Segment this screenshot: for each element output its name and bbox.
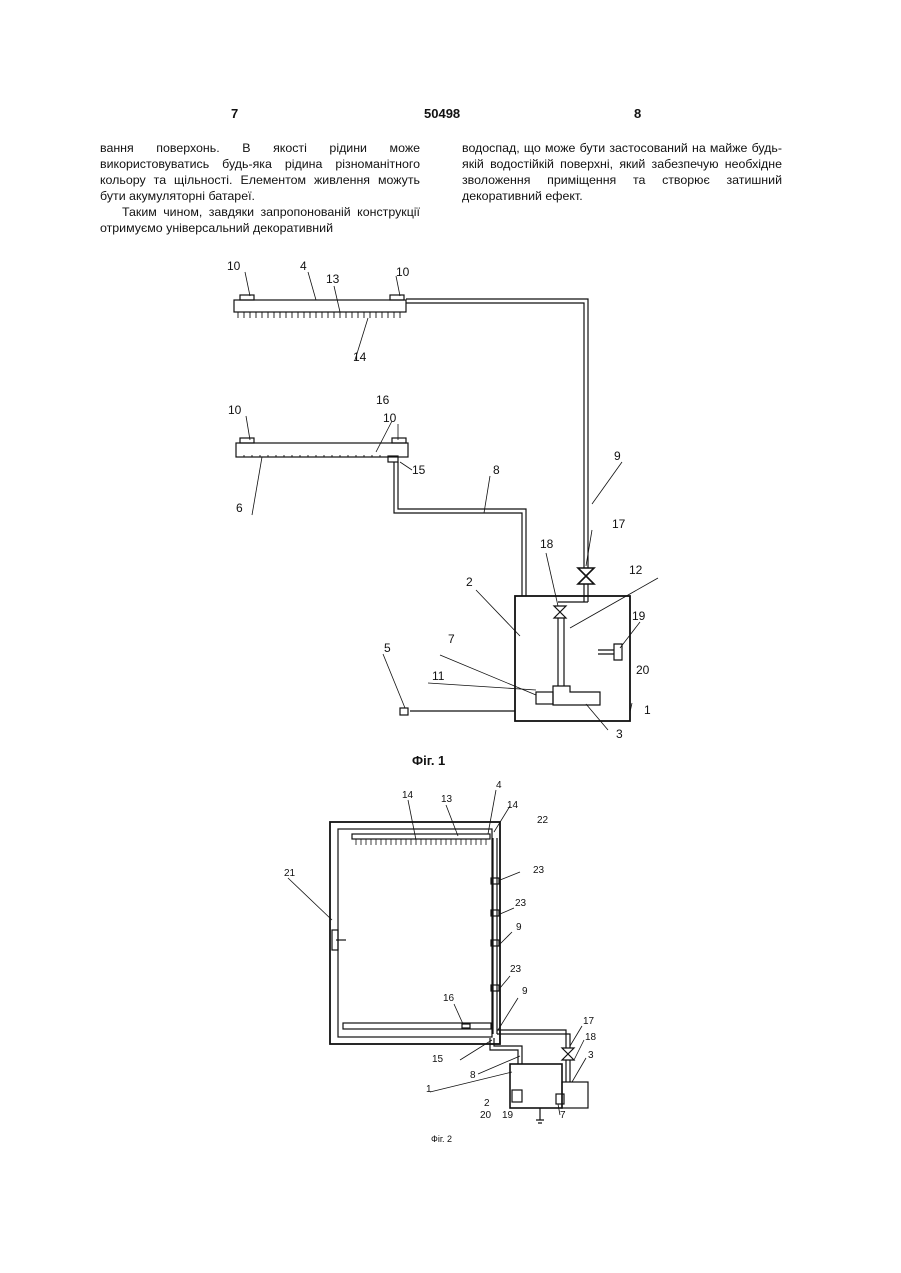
fig2-top-bar-4 xyxy=(352,834,490,839)
fig1-caption: Фіг. 1 xyxy=(412,753,445,768)
fig1-label-14: 14 xyxy=(353,350,367,364)
fig1-motor-11 xyxy=(536,692,553,704)
fig2-label-9: 9 xyxy=(516,922,522,933)
fig2-label-8: 8 xyxy=(470,1070,476,1081)
fig2-caption: Фіг. 2 xyxy=(431,1134,452,1144)
fig1-panel-6 xyxy=(236,443,408,457)
fig1-label-1: 1 xyxy=(644,703,651,717)
fig2-label-21: 21 xyxy=(284,868,296,879)
fig1-label-18: 18 xyxy=(540,537,554,551)
fig2-label-17: 17 xyxy=(583,1016,595,1027)
fig2-drawing xyxy=(288,790,588,1123)
fig2-plug xyxy=(536,1108,544,1123)
fig1-riser xyxy=(558,618,564,686)
fig2-label-15: 15 xyxy=(432,1054,444,1065)
fig1-label-10: 10 xyxy=(396,265,410,279)
fig1-label-5: 5 xyxy=(384,641,391,655)
fig1-tank-1 xyxy=(515,596,630,721)
fig1-label-17: 17 xyxy=(612,517,626,531)
fig2-pump-3 xyxy=(562,1082,588,1108)
fig2-valve-17 xyxy=(562,1048,574,1060)
fig1-valve-17 xyxy=(578,568,594,584)
fig1-label-4: 4 xyxy=(300,259,307,273)
fig1-pipe-9 xyxy=(406,303,584,568)
fig1-pipe-8 xyxy=(394,462,522,596)
fig1-label-20: 20 xyxy=(636,663,650,677)
fig2-label-3: 3 xyxy=(588,1050,594,1061)
fig2-label-23: 23 xyxy=(515,898,527,909)
fig2-pipe xyxy=(566,1060,570,1082)
fig1-clip-10 xyxy=(240,295,254,300)
fig1-pipe xyxy=(584,584,588,602)
fig1-clip-10 xyxy=(390,295,404,300)
fig2-label-14: 14 xyxy=(507,800,519,811)
fig1-label-3: 3 xyxy=(616,727,623,741)
fig2-frame-21 xyxy=(330,822,500,1044)
fig1-pipe-8 xyxy=(398,462,526,596)
fig2-outlet-16 xyxy=(462,1024,470,1028)
fig1-clip-10 xyxy=(392,438,406,443)
fig1-label-19: 19 xyxy=(632,609,646,623)
fig2-label-23: 23 xyxy=(533,865,545,876)
fig2-nozzles-14 xyxy=(356,839,486,845)
fig1-pump-3 xyxy=(553,686,600,705)
fig1-pipe-9 xyxy=(406,299,588,568)
fig1-drawing xyxy=(234,272,658,730)
fig2-label-22: 22 xyxy=(537,815,549,826)
fig2-label-9: 9 xyxy=(522,986,528,997)
fig1-label-11: 11 xyxy=(432,669,445,683)
fig2-pipe-9b xyxy=(497,1030,570,1048)
fig2-label-14: 14 xyxy=(402,790,414,801)
fig1-label-8: 8 xyxy=(493,463,500,477)
fig1-clip-10 xyxy=(240,438,254,443)
fig1-label-15: 15 xyxy=(412,463,426,477)
fig2-label-23: 23 xyxy=(510,964,522,975)
fig2-label-7: 7 xyxy=(560,1110,566,1121)
fig2-label-20: 20 xyxy=(480,1110,492,1121)
fig2-panel-22 xyxy=(338,829,492,1037)
fig1-label-6: 6 xyxy=(236,501,243,515)
fig1-panel-4 xyxy=(234,300,406,312)
fig1-label-2: 2 xyxy=(466,575,473,589)
fig1-sensor-19 xyxy=(598,644,622,660)
fig1-label-12: 12 xyxy=(629,563,643,577)
fig1-nozzles-14 xyxy=(238,312,400,318)
fig2-pipe-9 xyxy=(493,838,497,1034)
fig2-label-13: 13 xyxy=(441,794,453,805)
fig2-pipe-8 xyxy=(490,1038,522,1064)
fig1-label-13: 13 xyxy=(326,272,340,286)
fig1-label-7: 7 xyxy=(448,632,455,646)
fig1-label-10: 10 xyxy=(228,403,242,417)
fig1-label-10: 10 xyxy=(227,259,241,273)
fig1-plug xyxy=(400,708,408,715)
fig1-label-9: 9 xyxy=(614,449,621,463)
fig2-sensor-19 xyxy=(512,1090,522,1102)
fig1-valve-18 xyxy=(554,606,566,618)
fig2-label-4: 4 xyxy=(496,780,502,791)
fig1-label-16: 16 xyxy=(376,393,390,407)
fig1-label-10: 10 xyxy=(383,411,397,425)
fig2-label-18: 18 xyxy=(585,1032,597,1043)
fig2-label-19: 19 xyxy=(502,1110,514,1121)
fig2-label-16: 16 xyxy=(443,993,455,1004)
fig2-label-1: 1 xyxy=(426,1084,432,1095)
fig2-label-2: 2 xyxy=(484,1098,490,1109)
